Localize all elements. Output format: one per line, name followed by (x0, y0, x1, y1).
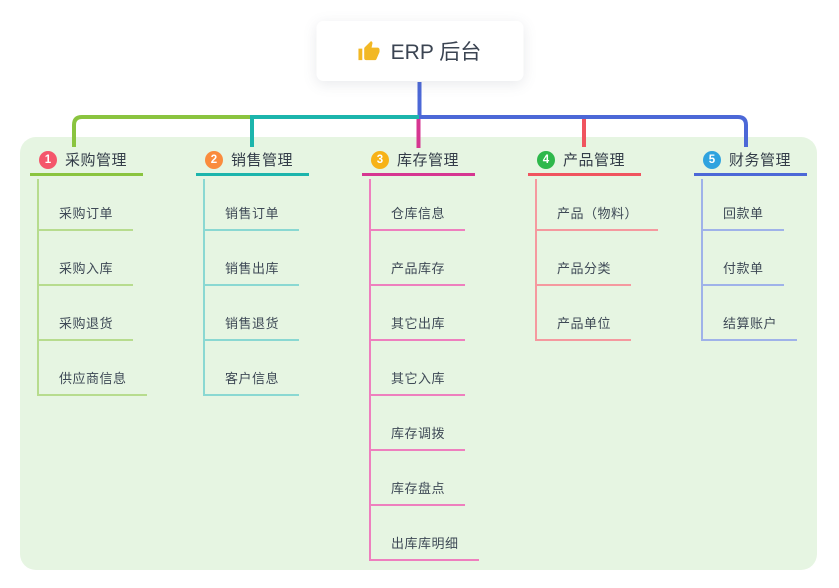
branch-label: 采购管理 (65, 152, 128, 169)
branch-product: 4 产品管理 产品（物料） 产品分类 产品单位 (528, 146, 698, 341)
branch-label: 产品管理 (563, 152, 626, 169)
child-node[interactable]: 仓库信息 (362, 176, 532, 231)
child-node-label: 产品（物料） (535, 203, 659, 231)
child-node[interactable]: 其它出库 (362, 286, 532, 341)
branches-panel (20, 137, 817, 570)
child-node[interactable]: 结算账户 (694, 286, 839, 341)
child-node-label: 回款单 (701, 203, 784, 231)
child-node-label: 产品单位 (535, 313, 632, 341)
child-node-label: 采购入库 (37, 258, 134, 286)
branch-number-badge: 4 (537, 150, 555, 169)
child-node[interactable]: 出库库明细 (362, 506, 532, 561)
branch-inventory: 3 库存管理 仓库信息 产品库存 其它出库 其它入库 库存调拨 库存盘点 出库库… (362, 146, 532, 561)
child-node[interactable]: 库存调拨 (362, 396, 532, 451)
branch-tree-line (369, 179, 371, 559)
child-node[interactable]: 销售订单 (196, 176, 366, 231)
child-node-label: 仓库信息 (369, 203, 466, 231)
branch-inventory-header[interactable]: 3 库存管理 (362, 146, 475, 176)
branch-tree-line (203, 179, 205, 394)
child-node-label: 供应商信息 (37, 368, 147, 396)
branch-label: 财务管理 (729, 152, 792, 169)
child-node-label: 采购退货 (37, 313, 134, 341)
child-node-label: 产品库存 (369, 258, 466, 286)
child-node-label: 出库库明细 (369, 533, 479, 561)
child-node-label: 其它出库 (369, 313, 466, 341)
child-node-label: 产品分类 (535, 258, 632, 286)
child-node[interactable]: 其它入库 (362, 341, 532, 396)
thumbs-up-icon (358, 40, 380, 60)
child-node-label: 客户信息 (203, 368, 300, 396)
child-node-label: 销售退货 (203, 313, 300, 341)
branch-tree-line (37, 179, 39, 394)
child-node-label: 其它入库 (369, 368, 466, 396)
child-node-label: 库存调拨 (369, 423, 466, 451)
child-node[interactable]: 销售出库 (196, 231, 366, 286)
branch-number-badge: 2 (205, 150, 223, 169)
branch-tree-line (701, 179, 703, 339)
child-node-label: 结算账户 (701, 313, 798, 341)
child-node[interactable]: 产品单位 (528, 286, 698, 341)
child-node[interactable]: 销售退货 (196, 286, 366, 341)
child-node-label: 库存盘点 (369, 478, 466, 506)
child-node[interactable]: 产品库存 (362, 231, 532, 286)
child-node[interactable]: 客户信息 (196, 341, 366, 396)
child-node[interactable]: 采购退货 (30, 286, 200, 341)
child-node-label: 付款单 (701, 258, 784, 286)
branch-sales-header[interactable]: 2 销售管理 (196, 146, 309, 176)
branch-procurement-header[interactable]: 1 采购管理 (30, 146, 143, 176)
branch-number-badge: 3 (371, 150, 389, 169)
branch-tree-line (535, 179, 537, 339)
child-node-label: 采购订单 (37, 203, 134, 231)
branch-sales: 2 销售管理 销售订单 销售出库 销售退货 客户信息 (196, 146, 366, 396)
child-node[interactable]: 回款单 (694, 176, 839, 231)
child-node-label: 销售出库 (203, 258, 300, 286)
root-node[interactable]: ERP 后台 (316, 21, 523, 81)
branch-label: 库存管理 (397, 152, 460, 169)
child-node[interactable]: 付款单 (694, 231, 839, 286)
child-node[interactable]: 产品（物料） (528, 176, 698, 231)
branch-procurement: 1 采购管理 采购订单 采购入库 采购退货 供应商信息 (30, 146, 200, 396)
branch-number-badge: 1 (39, 150, 57, 169)
child-node[interactable]: 库存盘点 (362, 451, 532, 506)
child-node[interactable]: 产品分类 (528, 231, 698, 286)
branch-finance: 5 财务管理 回款单 付款单 结算账户 (694, 146, 839, 341)
branch-finance-header[interactable]: 5 财务管理 (694, 146, 807, 176)
branch-number-badge: 5 (703, 150, 721, 169)
branch-label: 销售管理 (231, 152, 294, 169)
root-node-label: ERP 后台 (390, 41, 482, 64)
child-node[interactable]: 采购订单 (30, 176, 200, 231)
child-node[interactable]: 供应商信息 (30, 341, 200, 396)
branch-product-header[interactable]: 4 产品管理 (528, 146, 641, 176)
child-node[interactable]: 采购入库 (30, 231, 200, 286)
child-node-label: 销售订单 (203, 203, 300, 231)
